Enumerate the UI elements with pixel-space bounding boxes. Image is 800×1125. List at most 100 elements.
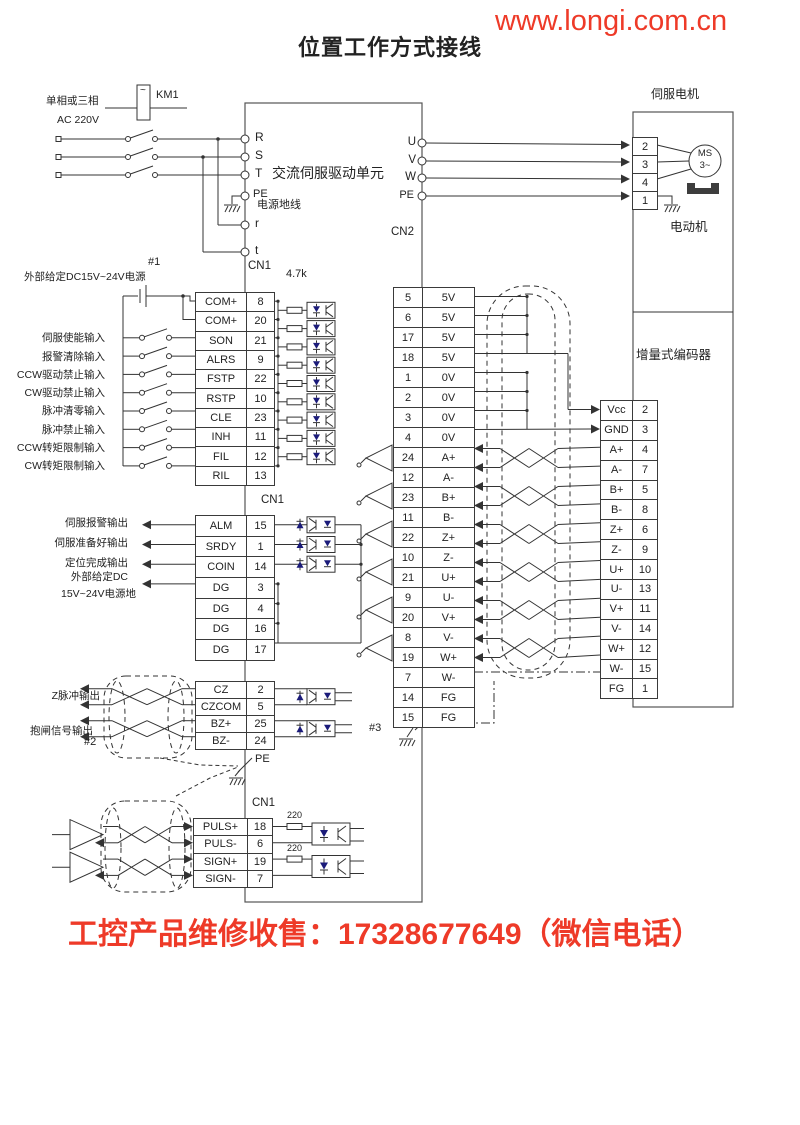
pin-cell: 8 xyxy=(246,293,274,312)
table-row: 4 xyxy=(632,173,658,192)
pin-cell: FG xyxy=(422,688,474,707)
pin-cell: DG xyxy=(212,623,230,636)
table-row: 24 A+ xyxy=(393,447,475,468)
pin-cell: CZCOM xyxy=(200,701,242,713)
cn1-output-wiring xyxy=(141,516,363,644)
drive-name: 交流伺服驱动单元 xyxy=(272,165,384,181)
note-1: #1 xyxy=(148,256,161,268)
resistor-220-label-2: 220 xyxy=(287,843,303,853)
pin-cell: CLE xyxy=(210,411,232,424)
pin-cell: 14 xyxy=(401,691,415,704)
pin-cell: 0V xyxy=(422,428,474,447)
shield-icon xyxy=(103,675,193,759)
table-row: CW转矩限制输入 xyxy=(0,457,106,475)
voltage-label: AC 220V xyxy=(57,114,100,126)
pin-cell: 7 xyxy=(247,870,272,888)
pin-cell: 1 xyxy=(632,679,657,699)
pin-cell: CCW转矩限制输入 xyxy=(16,442,105,455)
motor-mount-icon xyxy=(687,183,719,194)
pin-cell: 24 xyxy=(401,451,415,464)
optocoupler-icon xyxy=(306,555,336,573)
website-link[interactable]: www.longi.com.cn xyxy=(495,5,728,37)
pin-cell: 11 xyxy=(632,599,657,619)
pin-cell: B- xyxy=(422,508,474,527)
pin-cell: 6 xyxy=(404,311,412,324)
pin-cell: 9 xyxy=(246,350,274,370)
pin-cell: 1 xyxy=(641,194,649,207)
pin-cell: 3 xyxy=(246,578,274,598)
pin-cell: FG xyxy=(422,708,474,727)
pin-cell: 4 xyxy=(404,431,412,444)
pin-cell: W+ xyxy=(422,648,474,667)
mains-power-wiring xyxy=(55,84,250,257)
pin-cell: 0V xyxy=(422,368,474,387)
table-row: U-13 xyxy=(600,579,658,600)
shield-drain xyxy=(159,757,239,767)
pin-cell: 8 xyxy=(404,631,412,644)
contactor-symbol: ~ xyxy=(140,85,146,96)
pin-cell: U+ xyxy=(422,568,474,587)
diff-receiver-icon xyxy=(356,482,393,510)
twisted-pair xyxy=(356,481,601,511)
table-row: CCW驱动禁止输入 xyxy=(0,365,105,383)
optocoupler-icon xyxy=(306,688,336,706)
table-row: 报警清除输入 xyxy=(0,347,105,365)
pin-cell: COIN xyxy=(207,561,235,574)
dc-ground-label-2: 15V~24V电源地 xyxy=(61,588,136,600)
table-row: A-7 xyxy=(600,459,658,481)
pin-cell: A+ xyxy=(422,448,474,467)
cz-bz-wiring xyxy=(79,675,352,797)
pin-cell: Z+ xyxy=(609,523,624,536)
pin-cell: U+ xyxy=(609,563,624,576)
cn1-label-puls: CN1 xyxy=(252,797,276,809)
pin-cell: CZ xyxy=(213,684,229,696)
shield-icon xyxy=(100,800,192,893)
pin-cell: 8 xyxy=(632,500,657,520)
optocoupler-icon xyxy=(306,536,336,553)
pin-cell: 3 xyxy=(632,420,657,440)
motor-power-wiring xyxy=(417,138,722,213)
diff-receiver-icon xyxy=(356,558,393,586)
pin-cell: 22 xyxy=(401,531,415,544)
pin-cell: DG xyxy=(212,581,230,594)
pin-cell: V+ xyxy=(422,608,474,627)
optocoupler-icon xyxy=(306,448,336,466)
optocoupler-icon xyxy=(311,855,351,878)
pin-cell: V- xyxy=(611,623,622,636)
pin-cell: V+ xyxy=(609,603,624,616)
cn2-encoder-wiring xyxy=(356,285,601,747)
phase-label: 单相或三相 xyxy=(46,95,99,107)
alarm-output-label: 伺服报警输出 xyxy=(65,517,128,529)
table-row: Z+6 xyxy=(600,519,658,541)
cn1-label-input: CN1 xyxy=(248,260,272,272)
external-supply-label: 外部给定DC15V~24V电源 xyxy=(24,271,146,283)
pin-cell: CCW驱动禁止输入 xyxy=(16,368,105,381)
pin-cell: 19 xyxy=(247,853,272,870)
pe-ground-icon xyxy=(223,204,241,213)
pin-cell: 4 xyxy=(246,598,274,619)
pin-cell: CW驱动禁止输入 xyxy=(24,387,106,400)
table-row: SIGN+19 xyxy=(193,852,273,871)
pin-cell: 1 xyxy=(404,371,412,384)
table-row: B+5 xyxy=(600,479,658,501)
pin-cell: 12 xyxy=(401,471,415,484)
pin-cell: 2 xyxy=(632,401,657,420)
pin-cell: 3 xyxy=(404,411,412,424)
pin-cell: 5V xyxy=(422,308,474,327)
optocoupler-icon xyxy=(306,338,336,356)
motor-symbol-top: MS xyxy=(697,148,713,159)
